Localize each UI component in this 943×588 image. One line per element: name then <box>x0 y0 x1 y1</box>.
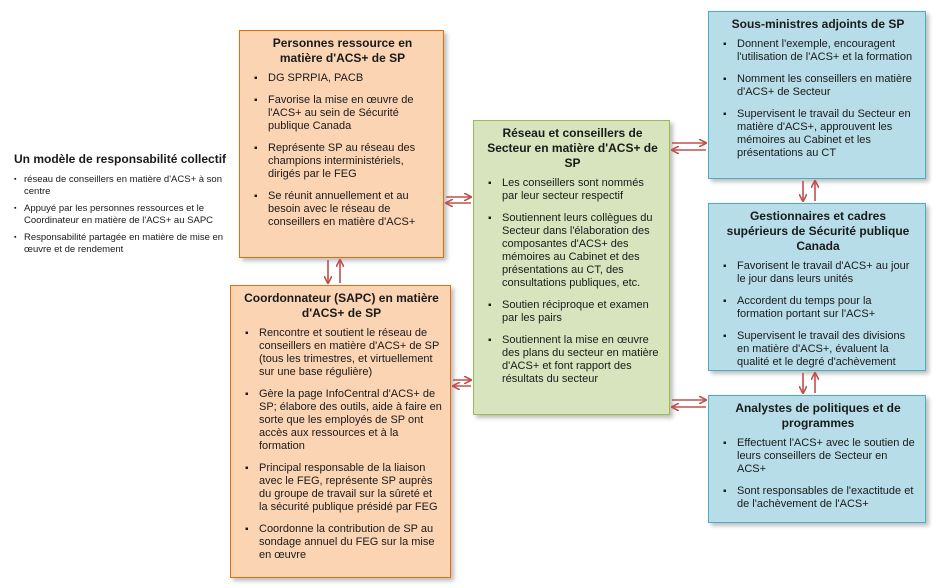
list-item: Se réunit annuellement et au besoin avec… <box>254 190 435 229</box>
intro-panel: Un modèle de responsabilité collectif ré… <box>14 152 229 261</box>
list-item: Les conseillers sont nommés par leur sec… <box>488 177 661 203</box>
arrow-adm-managers <box>803 181 815 201</box>
list-item: DG SPRPIA, PACB <box>254 72 435 85</box>
analysts-title: Analystes de politiques et de programmes <box>735 401 901 430</box>
resource-persons-title: Personnes ressource en matière d'ACS+ de… <box>272 36 413 65</box>
resource-persons-box: Personnes ressource en matière d'ACS+ de… <box>239 30 444 258</box>
list-item: Représente SP au réseau des champions in… <box>254 142 435 181</box>
network-box: Réseau et conseillers de Secteur en mati… <box>473 120 670 415</box>
list-item: Effectuent l'ACS+ avec le soutien de leu… <box>723 437 917 476</box>
list-item: Principal responsable de la liaison avec… <box>245 462 442 514</box>
list-item: Donnent l'exemple, encouragent l'utilisa… <box>723 38 917 64</box>
list-item: Soutiennent leurs collègues du Secteur d… <box>488 212 661 290</box>
list-item: Soutien réciproque et examen par les pai… <box>488 299 661 325</box>
network-title: Réseau et conseillers de Secteur en mati… <box>487 126 658 170</box>
intro-list: réseau de conseillers en matière d'ACS+ … <box>14 174 229 255</box>
coordinator-title: Coordonnateur (SAPC) en matière d'ACS+ d… <box>244 291 439 320</box>
list-item: Soutiennent la mise en œuvre des plans d… <box>488 334 661 386</box>
arrow-managers-analysts <box>803 373 815 393</box>
resource-persons-list: DG SPRPIA, PACB Favorise la mise en œuvr… <box>250 72 435 229</box>
list-item: Coordonne la contribution de SP au sonda… <box>245 523 442 562</box>
list-item: Nomment les conseillers en matière d'ACS… <box>723 73 917 99</box>
intro-item: réseau de conseillers en matière d'ACS+ … <box>14 174 229 197</box>
intro-title: Un modèle de responsabilité collectif <box>14 152 227 166</box>
arrow-network-adm <box>672 143 706 150</box>
analysts-list: Effectuent l'ACS+ avec le soutien de leu… <box>719 437 917 511</box>
managers-title: Gestionnaires et cadres supérieurs de Sé… <box>726 209 910 253</box>
managers-box: Gestionnaires et cadres supérieurs de Sé… <box>708 203 926 371</box>
list-item: Rencontre et soutient le réseau de conse… <box>245 327 442 379</box>
adm-title: Sous-ministres adjoints de SP <box>731 17 905 31</box>
list-item: Sont responsables de l'exactitude et de … <box>723 485 917 511</box>
coordinator-box: Coordonnateur (SAPC) en matière d'ACS+ d… <box>230 285 451 578</box>
list-item: Supervisent le travail des divisions en … <box>723 330 917 369</box>
intro-item: Appuyé par les personnes ressources et l… <box>14 203 229 226</box>
arrow-network-analysts <box>672 400 706 407</box>
analysts-box: Analystes de politiques et de programmes… <box>708 395 926 523</box>
list-item: Favorise la mise en œuvre de l'ACS+ au s… <box>254 94 435 133</box>
list-item: Gère la page InfoCentral d'ACS+ de SP; é… <box>245 388 442 453</box>
arrow-coordinator-network <box>453 380 471 386</box>
adm-list: Donnent l'exemple, encouragent l'utilisa… <box>719 38 917 160</box>
intro-item: Responsabilité partagée en matière de mi… <box>14 232 229 255</box>
coordinator-list: Rencontre et soutient le réseau de conse… <box>241 327 442 562</box>
arrow-resource-network <box>446 197 471 203</box>
managers-list: Favorisent le travail d'ACS+ au jour le … <box>719 260 917 369</box>
arrow-resource-coordinator <box>328 260 340 283</box>
adm-box: Sous-ministres adjoints de SP Donnent l'… <box>708 11 926 179</box>
list-item: Supervisent le travail du Secteur en mat… <box>723 108 917 160</box>
network-list: Les conseillers sont nommés par leur sec… <box>484 177 661 386</box>
list-item: Favorisent le travail d'ACS+ au jour le … <box>723 260 917 286</box>
list-item: Accordent du temps pour la formation por… <box>723 295 917 321</box>
